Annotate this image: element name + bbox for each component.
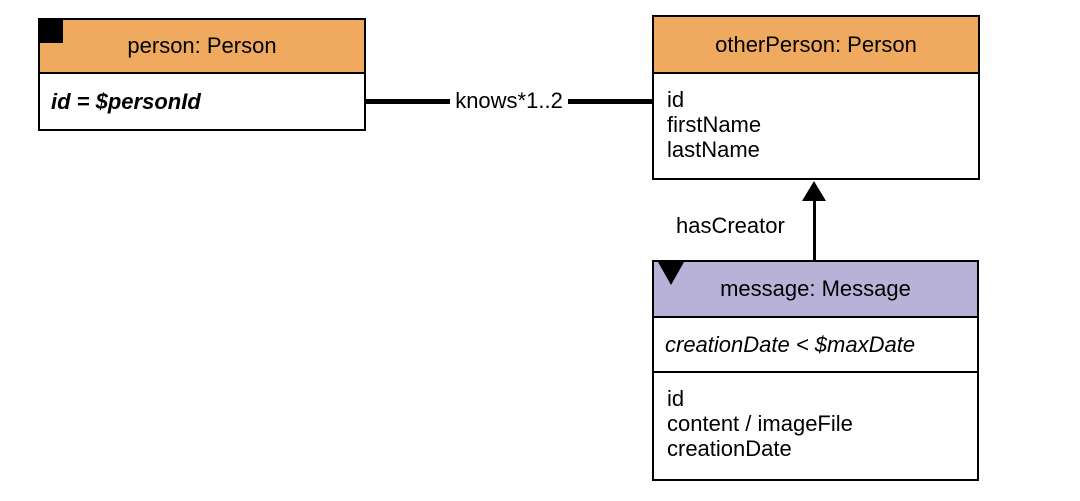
filled-triangle-down-icon (658, 262, 684, 285)
other-person-node-title: otherPerson: Person (715, 31, 917, 57)
other-person-attributes: id firstName lastName (654, 74, 978, 178)
attribute-item: id (667, 386, 685, 411)
attribute-item: creationDate (667, 436, 792, 461)
other-person-node: otherPerson: Person id firstName lastNam… (652, 15, 980, 180)
person-node-constraint: id = $personId (51, 88, 201, 114)
message-node-header: message: Message (654, 262, 977, 318)
message-node: message: Message creationDate < $maxDate… (652, 260, 979, 481)
attribute-item: firstName (667, 112, 762, 137)
person-node-header: person: Person (38, 18, 364, 74)
message-attributes: id content / imageFile creationDate (654, 373, 977, 479)
has-creator-edge-line (812, 199, 816, 260)
attribute-item: lastName (667, 137, 760, 162)
attribute-item: id (667, 87, 685, 112)
person-node-title: person: Person (127, 33, 277, 58)
has-creator-edge-label: hasCreator (676, 213, 785, 238)
knows-edge: knows*1..2 (366, 88, 652, 114)
person-node: person: Person id = $personId (38, 18, 366, 131)
other-person-node-header: otherPerson: Person (654, 17, 978, 74)
message-node-title: message: Message (720, 276, 911, 301)
knows-edge-label: knows*1..2 (450, 88, 568, 114)
message-node-constraint: creationDate < $maxDate (654, 318, 977, 373)
arrowhead-up-icon (802, 181, 826, 201)
attribute-item: content / imageFile (667, 411, 853, 436)
filled-square-icon (38, 18, 63, 43)
